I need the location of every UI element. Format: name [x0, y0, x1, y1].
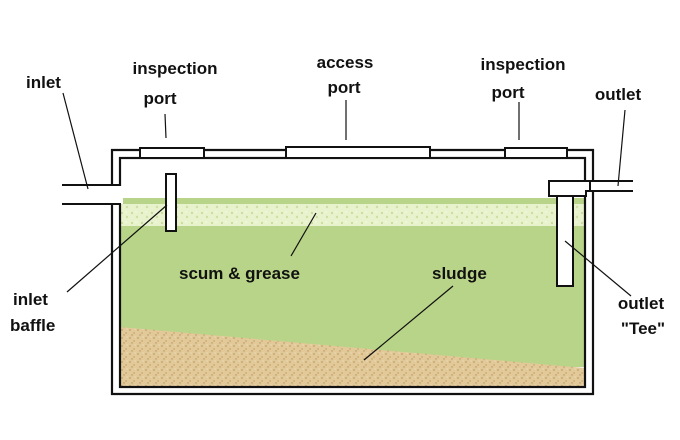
label-inspection-port-right-2: port [491, 83, 524, 102]
inlet-baffle [165, 173, 177, 232]
inlet-leader [62, 92, 89, 190]
sludge-layer [120, 327, 585, 387]
inspection-port-right [504, 147, 568, 159]
label-outlet-tee-1: outlet [618, 294, 665, 313]
label-inspection-port-left-1: inspection [132, 59, 217, 78]
label-inlet-baffle-1: inlet [13, 290, 48, 309]
scum-grease-leader [290, 212, 317, 257]
label-inspection-port-left-2: port [143, 89, 176, 108]
liquid-layer [120, 198, 585, 367]
label-inlet-baffle-2: baffle [10, 316, 55, 335]
label-outlet: outlet [595, 85, 642, 104]
label-access-port-1: access [317, 53, 374, 72]
label-outlet-tee-2: "Tee" [621, 319, 665, 338]
label-inlet: inlet [26, 73, 61, 92]
inlet-baffle-leader [66, 204, 168, 293]
label-scum-grease: scum & grease [179, 264, 300, 283]
scum-grease-layer [120, 204, 585, 226]
outlet-tee [548, 180, 633, 287]
outlet-tee-leader [564, 240, 632, 297]
outlet-leader [617, 109, 626, 187]
sludge-leader [363, 285, 454, 361]
inspection-port-left-leader [164, 113, 167, 139]
label-inspection-port-right-1: inspection [480, 55, 565, 74]
label-access-port-2: port [327, 78, 360, 97]
label-sludge: sludge [432, 264, 487, 283]
access-port [285, 146, 431, 159]
inspection-port-left [139, 147, 205, 159]
inlet-pipe [62, 184, 121, 205]
